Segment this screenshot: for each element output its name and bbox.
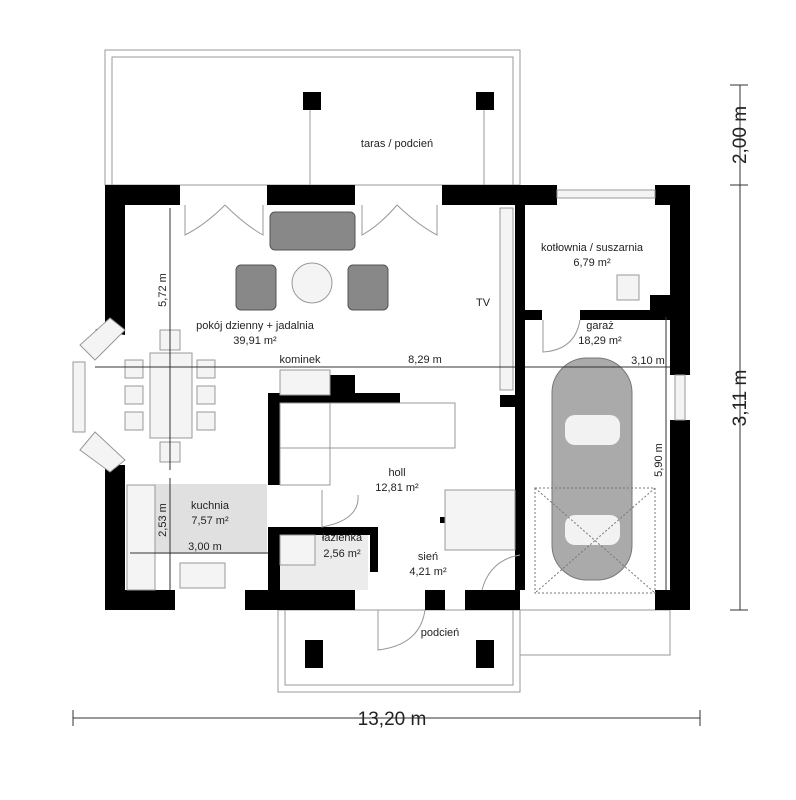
garage-door-swing[interactable] [542,319,581,353]
dim-kitchen-depth: 2,53 m [157,503,169,537]
dim-living-depth: 5,72 m [157,273,169,307]
dimension-lines [72,84,748,726]
boiler-label: kotłownia / suszarnia [541,242,644,254]
dim-side-height: 3,11 m [730,370,751,427]
vestibule-label: sień [418,551,438,563]
porch-label: podcień [421,627,460,639]
vestibule-door-swing[interactable] [481,554,521,591]
living-area: 39,91 m² [233,335,277,347]
kitchen-area: 7,57 m² [191,515,229,527]
entrance-door-swing[interactable] [377,609,426,651]
terrace-doors[interactable] [184,204,438,236]
dining-table [149,352,193,439]
bathroom-door-swing[interactable] [321,490,359,528]
armchair-left [235,264,277,311]
fireplace [279,369,331,396]
boiler-unit [616,274,640,301]
armchair-right [347,264,389,311]
tv-label: TV [476,297,491,309]
hall-label: holl [388,467,405,479]
coffee-table [291,262,333,304]
terrace-outline [104,49,521,186]
bathroom-label: łazienka [322,532,363,544]
vestibule-area: 4,21 m² [409,566,447,578]
terrace-label: taras / podcień [361,138,433,150]
bathroom-area: 2,56 m² [323,548,361,560]
sink [179,562,226,589]
shower [279,534,316,566]
fireplace-label: kominek [280,354,321,366]
dim-terrace-depth: 2,00 m [730,106,751,164]
wardrobe [444,489,516,551]
tv-cabinet [499,207,514,391]
dim-garage-depth: 5,90 m [653,443,665,477]
porch-outline [277,609,671,693]
boiler-area: 6,79 m² [573,257,611,269]
kitchen-label: kuchnia [191,500,230,512]
garage-label: garaż [586,320,614,332]
sofa [269,211,356,251]
dim-garage-width: 3,10 m [631,355,665,367]
stairs [279,402,456,486]
dining-chairs [124,329,216,463]
car [551,357,633,581]
garage-door-hatch [534,487,656,594]
dim-kitchen-width: 3,00 m [188,541,222,553]
walls [72,185,690,610]
dim-overall-width: 13,20 m [358,709,427,730]
kitchen-counter [126,484,156,591]
kitchen-floor [155,484,267,554]
hall-area: 12,81 m² [375,482,419,494]
dim-living-width: 8,29 m [408,354,442,366]
garage-area: 18,29 m² [578,335,622,347]
living-label: pokój dzienny + jadalnia [196,320,315,332]
